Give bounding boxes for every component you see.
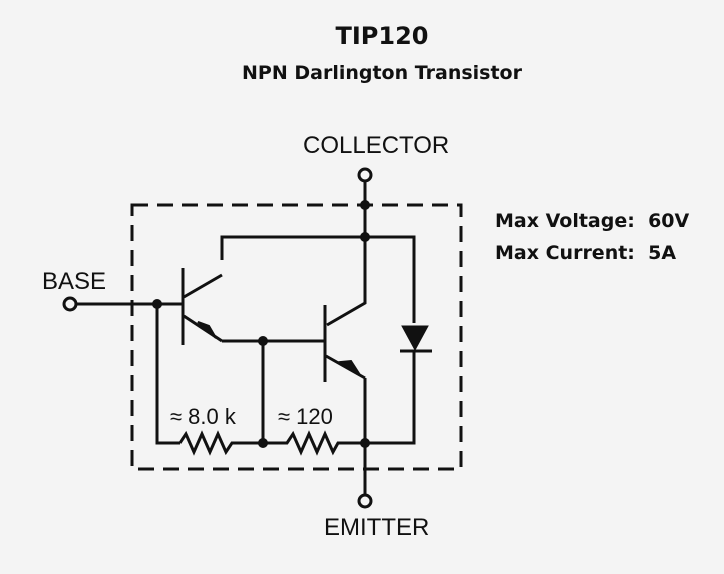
base-label: BASE — [42, 268, 106, 295]
r2-label: ≈ 120 — [278, 404, 333, 429]
max-current-row: Max Current: 5A — [495, 237, 689, 269]
junction-dot — [258, 336, 268, 346]
q2-collector-wire — [326, 237, 367, 327]
diagram-subtitle: NPN Darlington Transistor — [242, 62, 522, 84]
q1-emitter-arrow — [197, 321, 217, 339]
base-terminal — [62, 296, 78, 312]
resistor-r2 — [263, 430, 365, 456]
r1-label: ≈ 8.0 k — [170, 404, 237, 429]
max-voltage-row: Max Voltage: 60V — [495, 205, 689, 237]
max-current-label: Max Current: — [495, 242, 635, 264]
collector-terminal — [357, 167, 373, 183]
junction-dot — [360, 200, 370, 210]
junction-dot — [258, 438, 268, 448]
resistor-r1 — [178, 430, 263, 456]
junction-dot — [360, 438, 370, 448]
diode-icon — [401, 325, 429, 352]
junction-dot — [152, 299, 162, 309]
emitter-terminal — [357, 493, 373, 509]
q2-emitter-arrow — [338, 359, 361, 376]
package-outline — [130, 203, 463, 471]
junction-dot — [360, 232, 370, 242]
diode-wire — [365, 351, 416, 445]
max-voltage-value: 60V — [648, 210, 690, 232]
max-current-value: 5A — [648, 242, 677, 264]
emitter-label: EMITTER — [324, 514, 429, 541]
q1-collector-leg — [183, 273, 223, 299]
diagram-title: TIP120 — [335, 22, 429, 50]
collector-label: COLLECTOR — [303, 132, 449, 159]
max-voltage-label: Max Voltage: — [495, 210, 635, 232]
junction-dots — [152, 200, 370, 448]
base-to-r1-wire — [155, 304, 180, 445]
top-bus-wire — [220, 235, 416, 323]
